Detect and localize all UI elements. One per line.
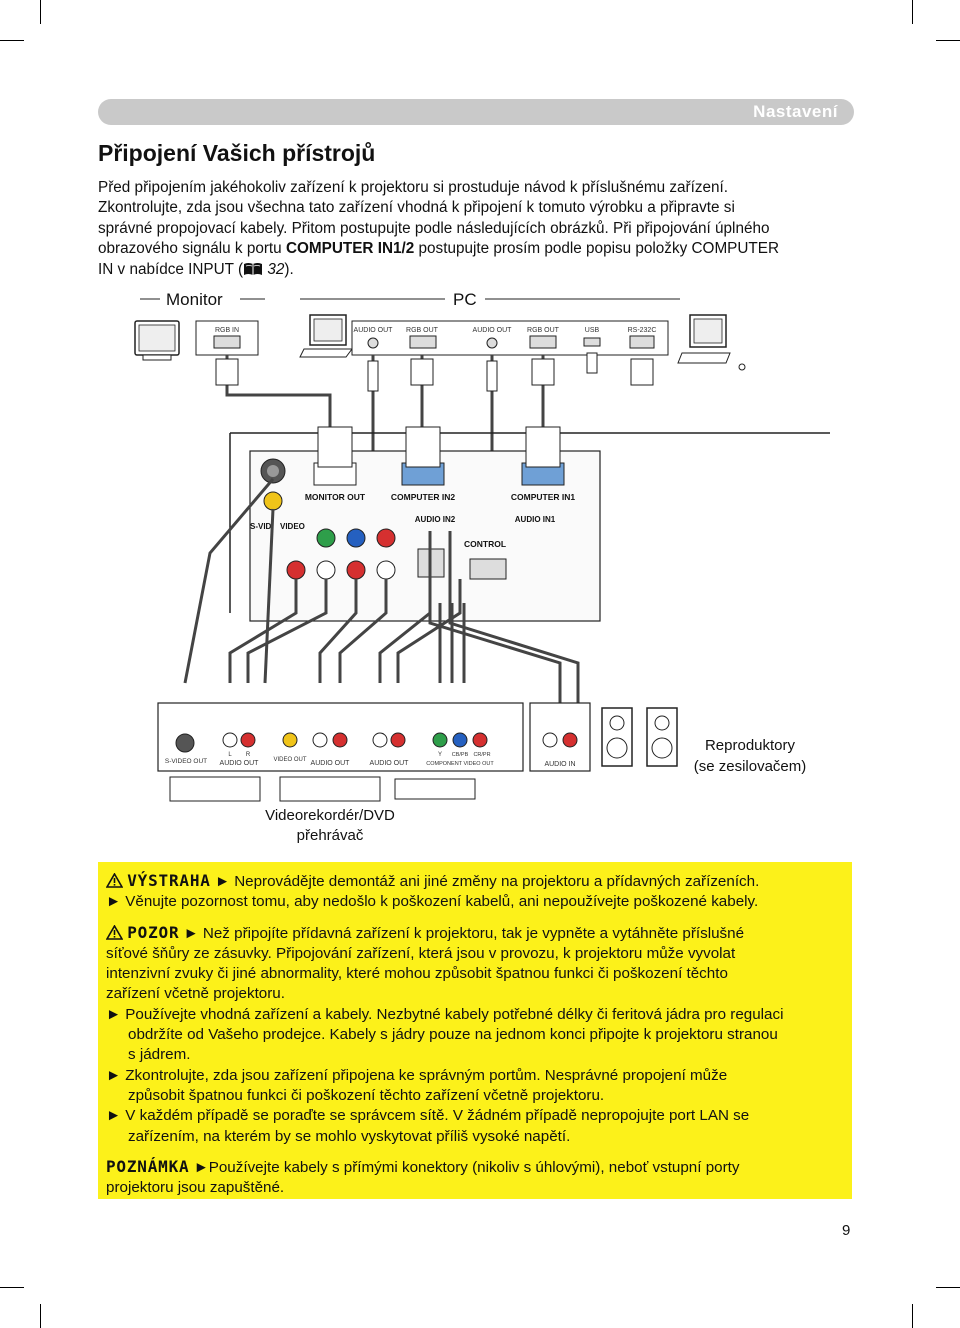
crop-mark [912, 1304, 913, 1328]
port-label: RS-232C [628, 327, 657, 334]
port-label: RGB OUT [527, 327, 560, 334]
section-label: Nastavení [753, 102, 838, 121]
warning-line: způsobit špatnou funkci či poškození těc… [128, 1086, 605, 1104]
port-label: Y [438, 752, 442, 758]
crop-mark [936, 40, 960, 41]
intro-line: IN v nabídce INPUT ( 32). [98, 260, 858, 280]
warning-line: ► Zkontrolujte, zda jsou zařízení připoj… [106, 1066, 728, 1084]
vcr-dvd-icons [169, 776, 476, 802]
crop-mark [0, 1287, 24, 1288]
page-title: Připojení Vašich přístrojů [98, 140, 376, 166]
crop-mark [936, 1287, 960, 1288]
port-name: COMPUTER IN1/2 [285, 240, 415, 258]
note-line: POZNÁMKA ►Používejte kabely s přímými ko… [106, 1157, 842, 1178]
warning-line: síťové šňůry ze zásuvky. Připojování zař… [106, 944, 736, 962]
vystraha-keyword: VÝSTRAHA [127, 871, 211, 890]
port-label: MONITOR OUT [305, 492, 366, 502]
port-label: S-VID [250, 522, 272, 531]
warning-line: ► V každém případě se poraďte se správce… [106, 1107, 750, 1125]
port-label: RGB IN [215, 327, 239, 334]
device-port-strip: S-VIDEO OUT AUDIO OUT VIDEO OUT AUDIO OU… [157, 702, 591, 772]
intro-text: obrazového signálu k portu [98, 240, 286, 258]
port-label: AUDIO OUT [473, 327, 513, 334]
vcr-label: přehrávač [297, 827, 364, 844]
port-label: AUDIO OUT [220, 760, 260, 767]
port-label: USB [585, 327, 600, 334]
vcr-label: Videorekordér/DVD [265, 807, 395, 824]
projector-panel: MONITOR OUT COMPUTER IN2 COMPUTER IN1 AU… [229, 426, 830, 622]
laptop-icon [299, 314, 353, 358]
port-label: COMPUTER IN1 [511, 492, 576, 502]
port-label: COMPUTER IN2 [391, 492, 456, 502]
intro-line: Zkontrolujte, zda jsou všechna tato zaří… [98, 199, 735, 217]
port-label: AUDIO IN1 [515, 515, 556, 524]
speakers-label: Reproduktory [705, 737, 796, 754]
warning-line: zařízení včetně projektoru. [106, 985, 285, 1003]
intro-text: ). [284, 260, 294, 278]
port-label: RGB OUT [406, 327, 439, 334]
crop-mark [40, 0, 41, 24]
poznamka-keyword: POZNÁMKA [106, 1156, 190, 1176]
port-label: AUDIO OUT [354, 327, 394, 334]
pozor-keyword: POZOR [127, 922, 180, 942]
connection-diagram: Monitor PC RGB IN AUDIO OUT RGB OUT AUDI… [134, 290, 830, 844]
warning-text: ► Než připojíte přídavná zařízení k proj… [183, 924, 745, 942]
port-label: S-VIDEO OUT [165, 758, 207, 765]
warning-triangle-icon [106, 873, 123, 888]
pc-port-panel: AUDIO OUT RGB OUT AUDIO OUT RGB OUT USB … [351, 320, 669, 356]
warning-line: ► Používejte vhodná zařízení a kabely. N… [106, 1005, 784, 1023]
section-header-bar: Nastavení [98, 99, 854, 125]
warning-line: VÝSTRAHA ► Neprovádějte demontáž ani jin… [106, 871, 842, 892]
desktop-pc-icon [677, 314, 746, 371]
crop-mark [40, 1304, 41, 1328]
note-line: projektoru jsou zapuštěné. [106, 1179, 285, 1197]
port-label: CONTROL [464, 539, 506, 549]
port-label: COMPONENT VIDEO OUT [426, 761, 494, 767]
warning-triangle-icon [106, 924, 123, 940]
warning-line: s jádrem. [128, 1046, 191, 1064]
warning-line: intenzivní zvuky či jiné abnormality, kt… [106, 965, 728, 983]
intro-paragraph: Před připojením jakéhokoliv zařízení k p… [98, 178, 858, 280]
monitor-port-panel: RGB IN [195, 320, 259, 356]
warning-line: obdržíte od Vašeho prodejce. Kabely s já… [128, 1026, 778, 1044]
warning-line: zařízením, na kterém by se mohlo vyskyto… [128, 1127, 571, 1145]
port-label: VIDEO OUT [273, 757, 306, 763]
book-icon [244, 262, 263, 275]
pc-label: PC [453, 290, 477, 309]
warning-box: VÝSTRAHA ► Neprovádějte demontáž ani jin… [98, 862, 852, 1199]
intro-line: obrazového signálu k portu COMPUTER IN1/… [98, 239, 858, 259]
warning-line: POZOR ► Než připojíte přídavná zařízení … [106, 923, 842, 944]
port-label: CB/PB [452, 752, 469, 758]
page-number: 9 [842, 1222, 851, 1239]
warning-text: ► Neprovádějte demontáž ani jiné změny n… [214, 873, 760, 890]
port-label: VIDEO [280, 522, 305, 531]
port-label: CR/PR [473, 752, 490, 758]
warning-line: ► Věnujte pozornost tomu, aby nedošlo k … [106, 893, 759, 911]
monitor-icon [134, 320, 180, 361]
speakers-label: (se zesilovačem) [694, 758, 807, 775]
port-label: AUDIO OUT [311, 760, 351, 767]
monitor-label: Monitor [166, 290, 223, 309]
intro-text: IN v nabídce INPUT ( [98, 260, 244, 278]
page-reference: 32 [267, 260, 285, 278]
port-label: R [246, 752, 251, 758]
port-label: AUDIO OUT [370, 760, 410, 767]
port-label: AUDIO IN [544, 761, 575, 768]
note-text: ►Používejte kabely s přímými konektory (… [193, 1158, 740, 1176]
speaker-icon [601, 707, 678, 767]
intro-line: Před připojením jakéhokoliv zařízení k p… [98, 179, 729, 196]
crop-mark [0, 40, 24, 41]
crop-mark [912, 0, 913, 24]
intro-line: správné propojovací kabely. Přitom postu… [98, 219, 770, 237]
port-label: AUDIO IN2 [415, 515, 456, 524]
port-label: L [228, 752, 232, 758]
intro-text: postupujte prosím podle popisu položky C… [414, 240, 780, 258]
